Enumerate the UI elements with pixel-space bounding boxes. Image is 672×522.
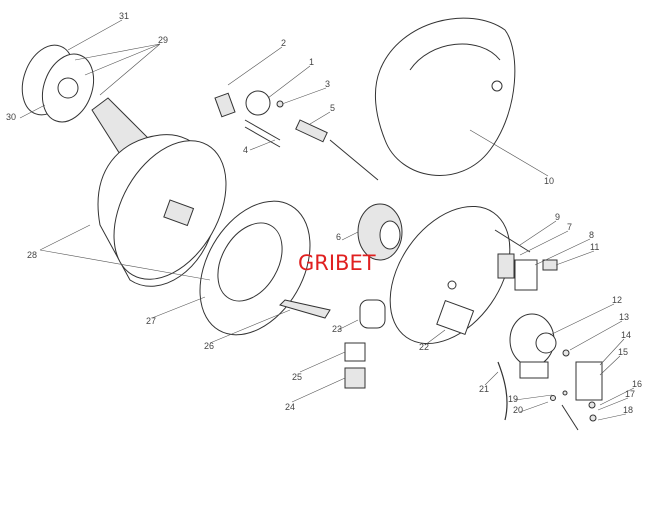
part-label: 28 [27, 250, 37, 260]
part-labels: 31 29 30 2 1 3 5 4 10 9 7 8 11 28 6 27 2… [6, 11, 642, 415]
part-label: 29 [158, 35, 168, 45]
part-label: 13 [619, 312, 629, 322]
part-label: 22 [419, 342, 429, 352]
part-label: 12 [612, 295, 622, 305]
burner-housing [97, 134, 227, 287]
part-label: 6 [336, 232, 341, 242]
part-label: 11 [590, 242, 599, 252]
mounting-plate [389, 205, 511, 345]
part-label: 17 [625, 389, 635, 399]
part-label: 30 [6, 112, 16, 122]
part-label: 31 [119, 11, 129, 21]
part-label: 15 [618, 347, 628, 357]
part-label: 20 [513, 405, 523, 415]
part-label: 23 [332, 324, 342, 334]
part-label: 25 [292, 372, 302, 382]
watermark: GRIBET [298, 251, 376, 275]
burner-cover [375, 17, 516, 176]
fan-wheel [357, 203, 403, 261]
control-components [494, 229, 558, 291]
part-label: 8 [589, 230, 594, 240]
part-label: 5 [330, 103, 335, 113]
part-label: 10 [544, 176, 554, 186]
part-label: 2 [281, 38, 286, 48]
part-label: 14 [621, 330, 631, 340]
motor-and-pump [497, 313, 603, 431]
burner-flange [21, 44, 95, 123]
part-label: 4 [243, 145, 248, 155]
leader-lines [19, 19, 635, 421]
part-label: 21 [479, 384, 489, 394]
part-label: 26 [204, 341, 214, 351]
part-label: 19 [508, 394, 518, 404]
part-label: 18 [623, 405, 633, 415]
air-volute [199, 200, 331, 336]
part-label: 7 [567, 222, 572, 232]
part-label: 3 [325, 79, 330, 89]
part-label: 16 [632, 379, 642, 389]
nozzle-assembly [214, 90, 379, 181]
part-label: 1 [309, 57, 314, 67]
part-label: 9 [555, 212, 560, 222]
electrical-components [344, 299, 475, 389]
part-label: 27 [146, 316, 156, 326]
part-label: 24 [285, 402, 295, 412]
